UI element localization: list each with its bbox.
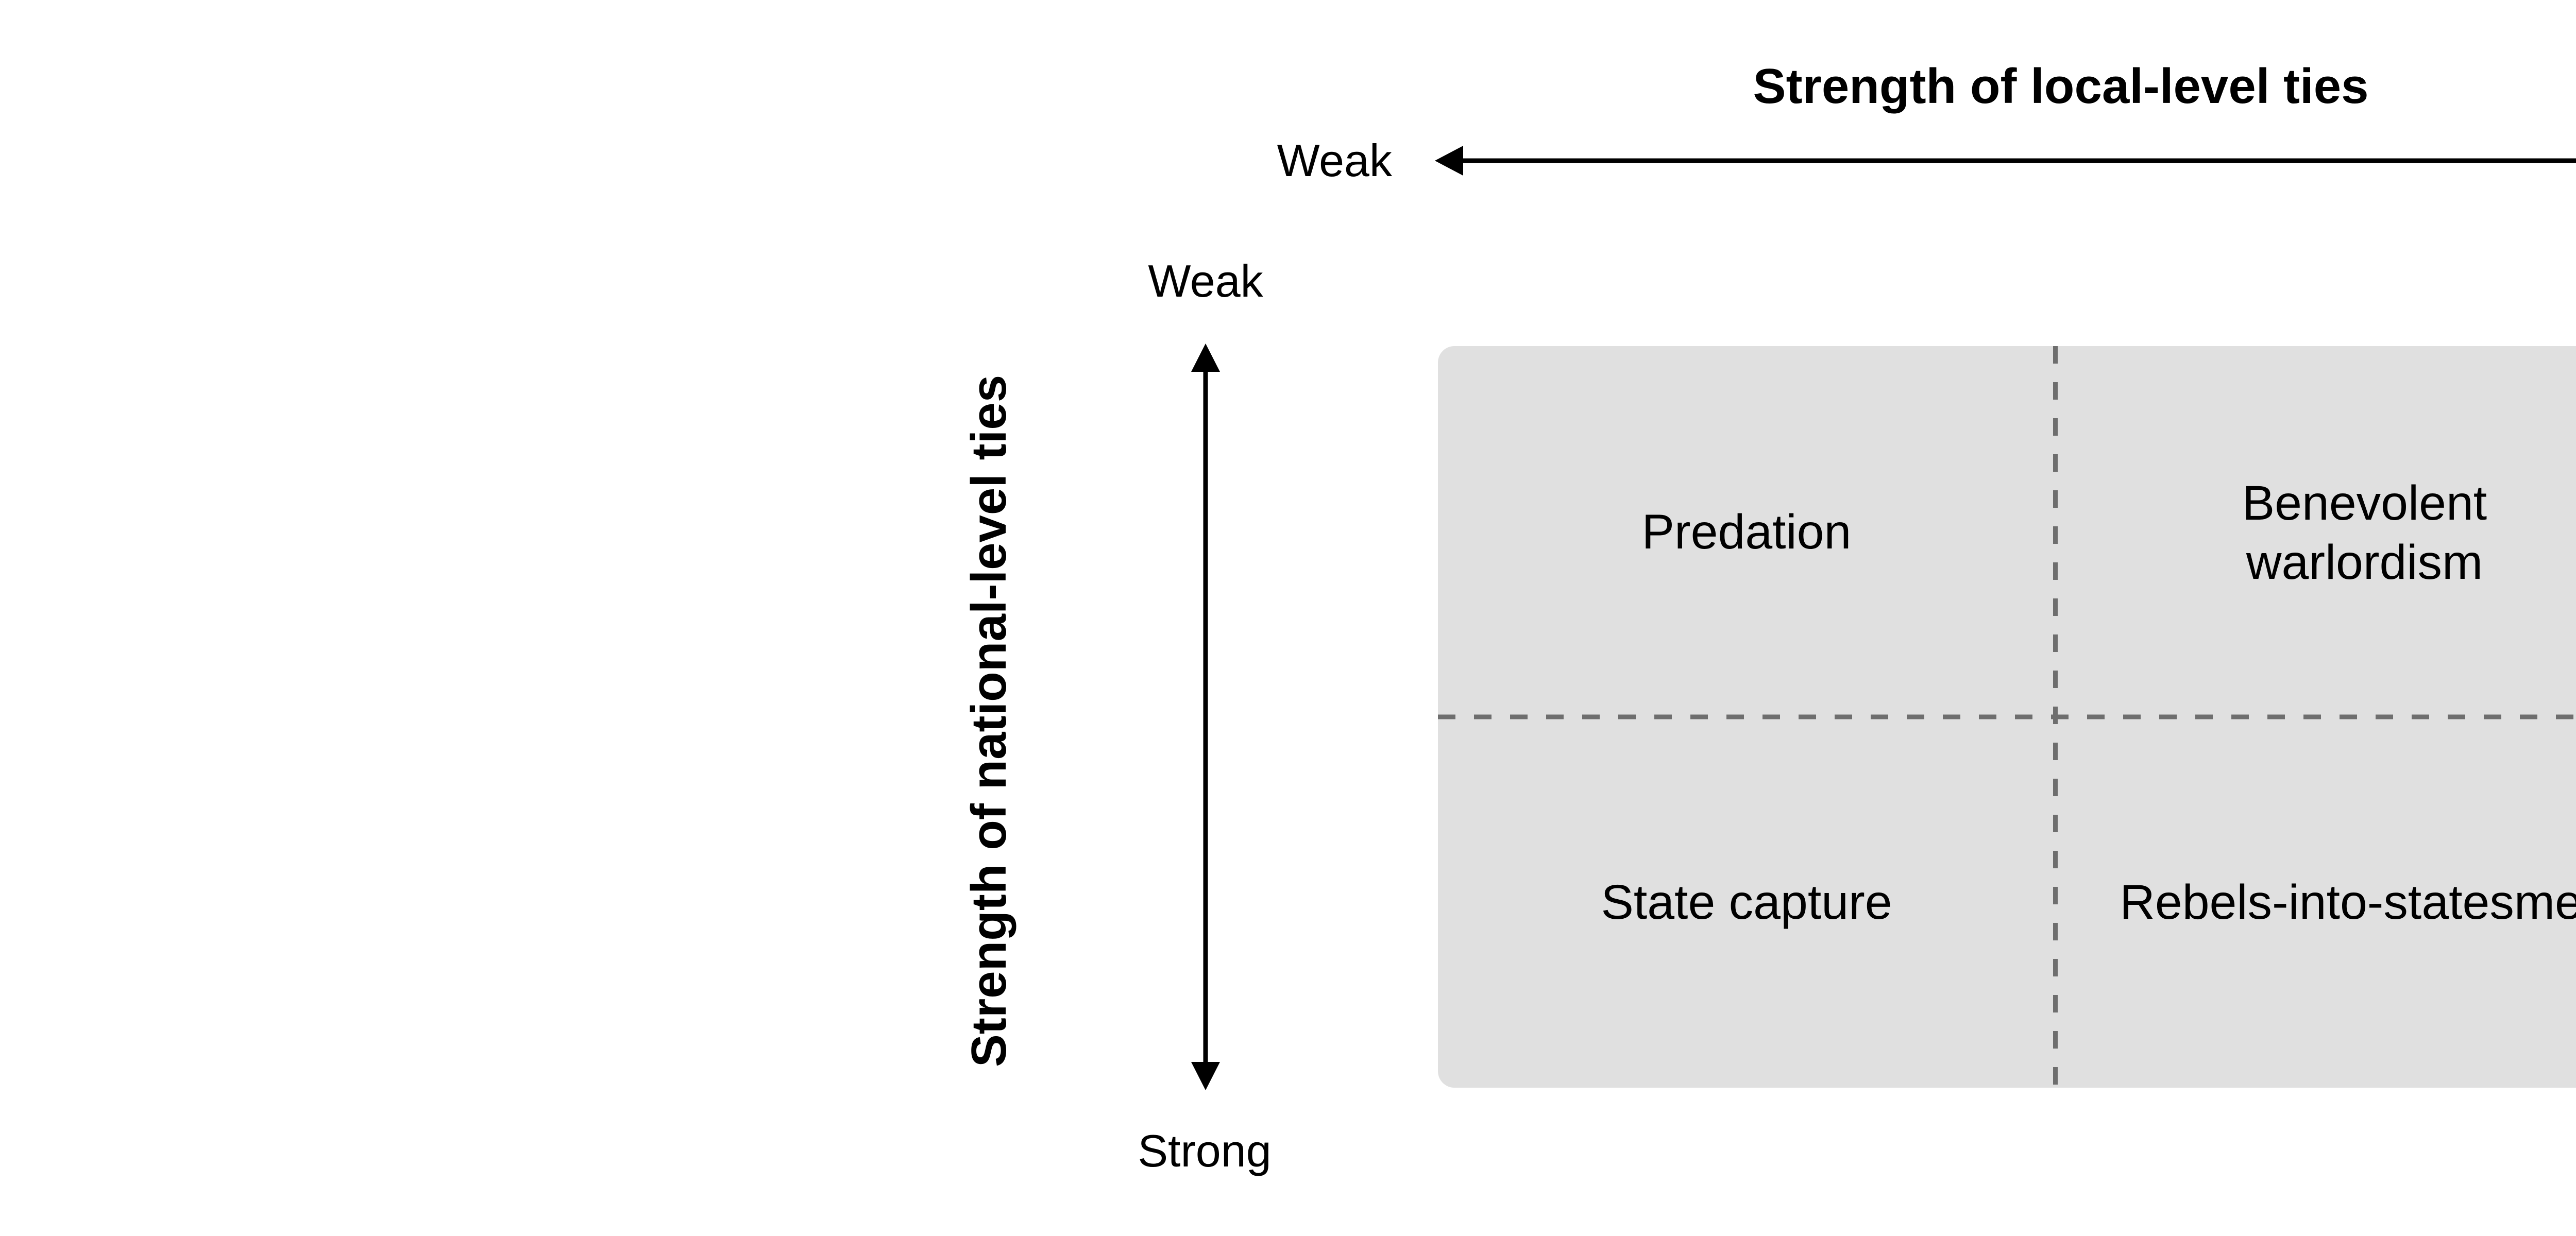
- y-axis-arrow: [1191, 344, 1220, 1090]
- x-axis-arrow-shaft: [1458, 158, 2576, 163]
- quadrant-label-state-capture: State capture: [1601, 875, 1892, 930]
- y-axis-arrowhead-top: [1191, 344, 1220, 372]
- y-axis-strong-label: Strong: [1138, 1125, 1272, 1176]
- y-axis-arrowhead-bottom: [1191, 1062, 1220, 1090]
- quadrant-label-rebels-into-statesmen: Rebels-into-statesmen: [2120, 875, 2576, 930]
- y-axis-weak-label: Weak: [1148, 255, 1263, 306]
- x-axis-arrowhead-left: [1435, 146, 1463, 176]
- y-axis-title: Strength of national-level ties: [961, 374, 1016, 1068]
- quadrant-label-benevolent-warlordism: Benevolent warlordism: [2242, 476, 2487, 590]
- quadrant-label-predation: Predation: [1641, 505, 1852, 559]
- x-axis-weak-label: Weak: [1277, 135, 1392, 186]
- x-axis-arrow: [1435, 146, 2576, 176]
- y-axis-arrow-shaft: [1203, 367, 1208, 1067]
- quadrant-box: [1438, 346, 2576, 1088]
- x-axis-title: Strength of local-level ties: [1753, 59, 2369, 114]
